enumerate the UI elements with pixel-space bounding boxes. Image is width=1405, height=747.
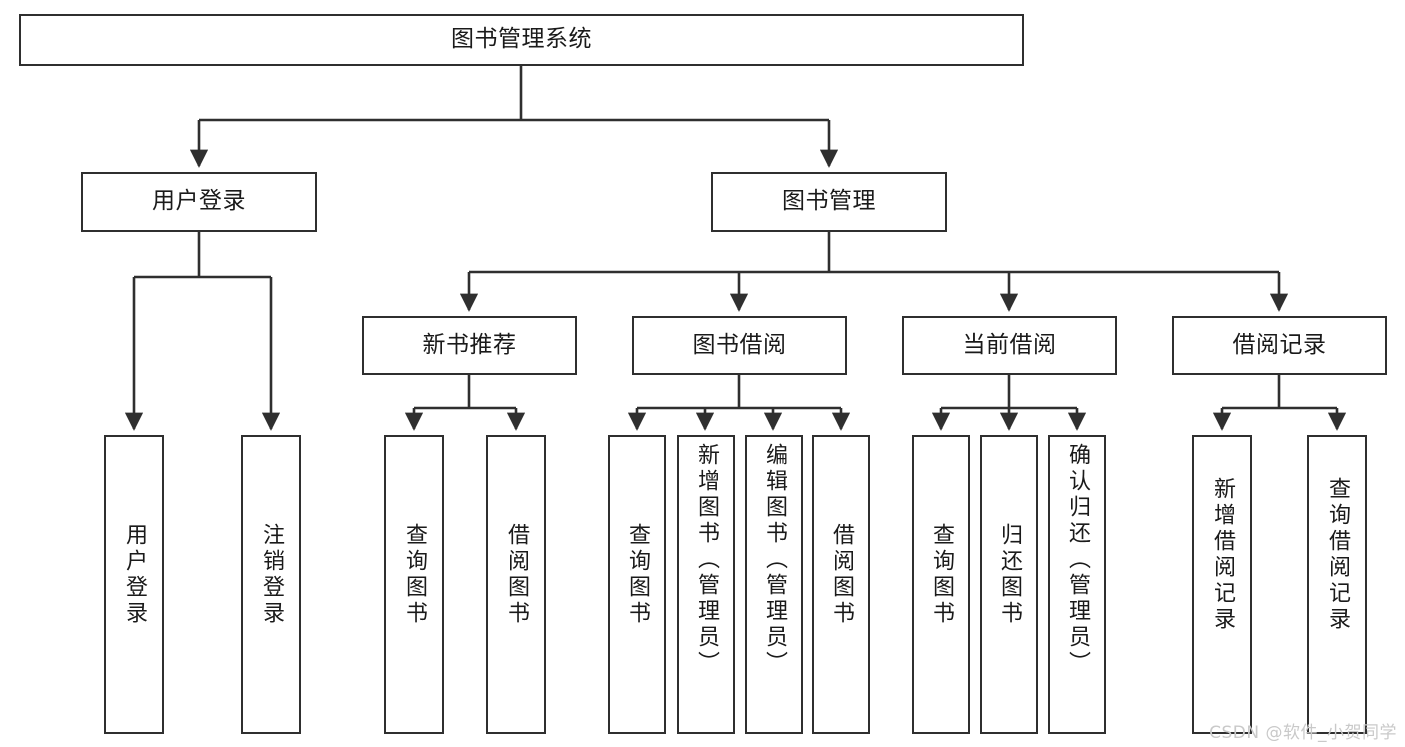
node-leaf-query-book-2[interactable]: 查询图书 [608, 435, 666, 734]
node-leaf-add-record[interactable]: 新增借阅记录 [1192, 435, 1252, 734]
node-leaf-borrow-book-1-label: 借阅图书 [504, 523, 529, 627]
node-leaf-query-record[interactable]: 查询借阅记录 [1307, 435, 1367, 734]
node-leaf-add-book-label: 新增图书（管理员） [694, 443, 719, 677]
node-user-login[interactable]: 用户登录 [81, 172, 317, 232]
node-borrow-record-label: 借阅记录 [1232, 331, 1327, 358]
node-leaf-return-book[interactable]: 归还图书 [980, 435, 1038, 734]
node-leaf-add-record-label: 新增借阅记录 [1210, 477, 1235, 633]
node-leaf-query-book-1[interactable]: 查询图书 [384, 435, 444, 734]
node-leaf-query-book-3-label: 查询图书 [929, 523, 954, 627]
watermark-text: CSDN @软件_小贺同学 [1209, 723, 1397, 743]
node-leaf-borrow-book-1[interactable]: 借阅图书 [486, 435, 546, 734]
node-current-borrow-label: 当前借阅 [962, 331, 1057, 358]
node-leaf-user-login-label: 用户登录 [122, 523, 147, 627]
node-leaf-add-book[interactable]: 新增图书（管理员） [677, 435, 735, 734]
node-leaf-return-book-label: 归还图书 [997, 523, 1022, 627]
node-leaf-edit-book-label: 编辑图书（管理员） [762, 443, 787, 677]
node-book-borrow[interactable]: 图书借阅 [632, 316, 847, 375]
node-leaf-borrow-book-2[interactable]: 借阅图书 [812, 435, 870, 734]
node-leaf-user-login[interactable]: 用户登录 [104, 435, 164, 734]
node-new-book-recommend-label: 新书推荐 [422, 331, 517, 358]
node-leaf-query-book-1-label: 查询图书 [402, 523, 427, 627]
node-borrow-record[interactable]: 借阅记录 [1172, 316, 1387, 375]
node-book-manage[interactable]: 图书管理 [711, 172, 947, 232]
node-leaf-query-record-label: 查询借阅记录 [1325, 477, 1350, 633]
node-leaf-confirm-return-label: 确认归还（管理员） [1065, 443, 1090, 677]
node-book-borrow-label: 图书借阅 [692, 331, 787, 358]
node-root-label: 图书管理系统 [451, 26, 592, 53]
node-current-borrow[interactable]: 当前借阅 [902, 316, 1117, 375]
node-new-book-recommend[interactable]: 新书推荐 [362, 316, 577, 375]
node-leaf-query-book-3[interactable]: 查询图书 [912, 435, 970, 734]
node-root[interactable]: 图书管理系统 [19, 14, 1024, 66]
node-leaf-edit-book[interactable]: 编辑图书（管理员） [745, 435, 803, 734]
node-book-manage-label: 图书管理 [782, 188, 876, 215]
node-leaf-user-logout[interactable]: 注销登录 [241, 435, 301, 734]
node-leaf-borrow-book-2-label: 借阅图书 [829, 523, 854, 627]
node-user-login-label: 用户登录 [152, 188, 246, 215]
node-leaf-user-logout-label: 注销登录 [259, 523, 284, 627]
node-leaf-confirm-return[interactable]: 确认归还（管理员） [1048, 435, 1106, 734]
node-leaf-query-book-2-label: 查询图书 [625, 523, 650, 627]
